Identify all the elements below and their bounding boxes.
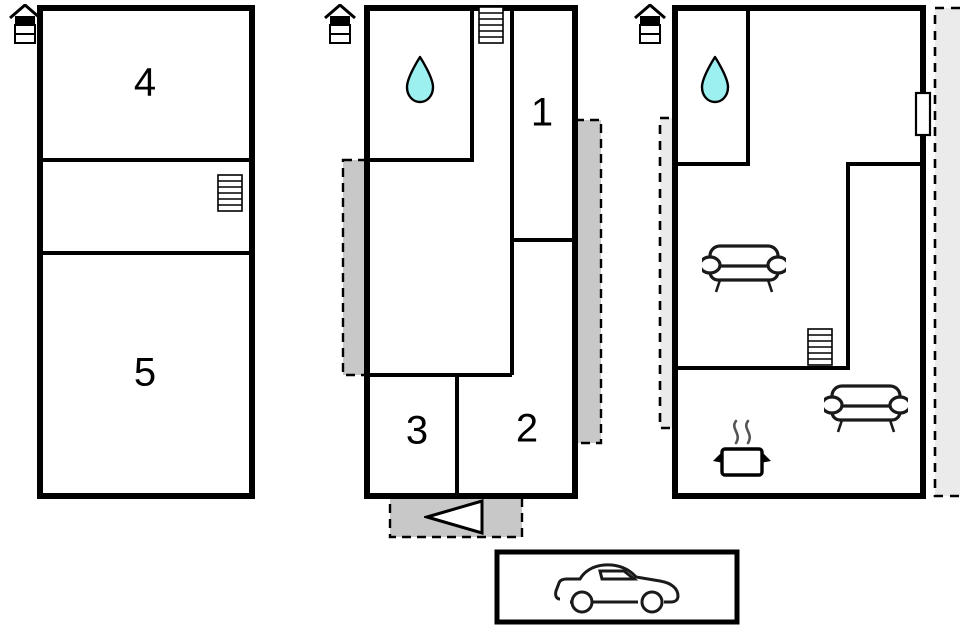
stairs-icon [217, 174, 243, 212]
building-middle[interactable]: 1 2 3 [323, 4, 603, 539]
room-number-1: 1 [531, 91, 553, 135]
north-marker-icon [323, 4, 357, 45]
terrace-right [573, 118, 603, 445]
stairs-icon [478, 6, 504, 44]
room-number-4: 4 [134, 61, 156, 105]
room-number-3: 3 [406, 409, 428, 453]
wetroom-walls [675, 8, 750, 166]
carport-outline [494, 549, 740, 625]
room-number-2: 2 [516, 407, 538, 451]
wetroom-walls [367, 6, 474, 162]
room-number-5: 5 [134, 351, 156, 395]
carport[interactable] [494, 549, 740, 625]
building-right[interactable] [633, 4, 960, 499]
building-left[interactable]: 4 5 [8, 4, 255, 499]
north-marker-icon [633, 4, 667, 45]
stairs-icon [807, 328, 833, 366]
inner-partition-wall [675, 162, 923, 370]
north-marker-icon [8, 4, 42, 45]
terrace-right [933, 6, 960, 498]
window-icon [914, 91, 932, 137]
